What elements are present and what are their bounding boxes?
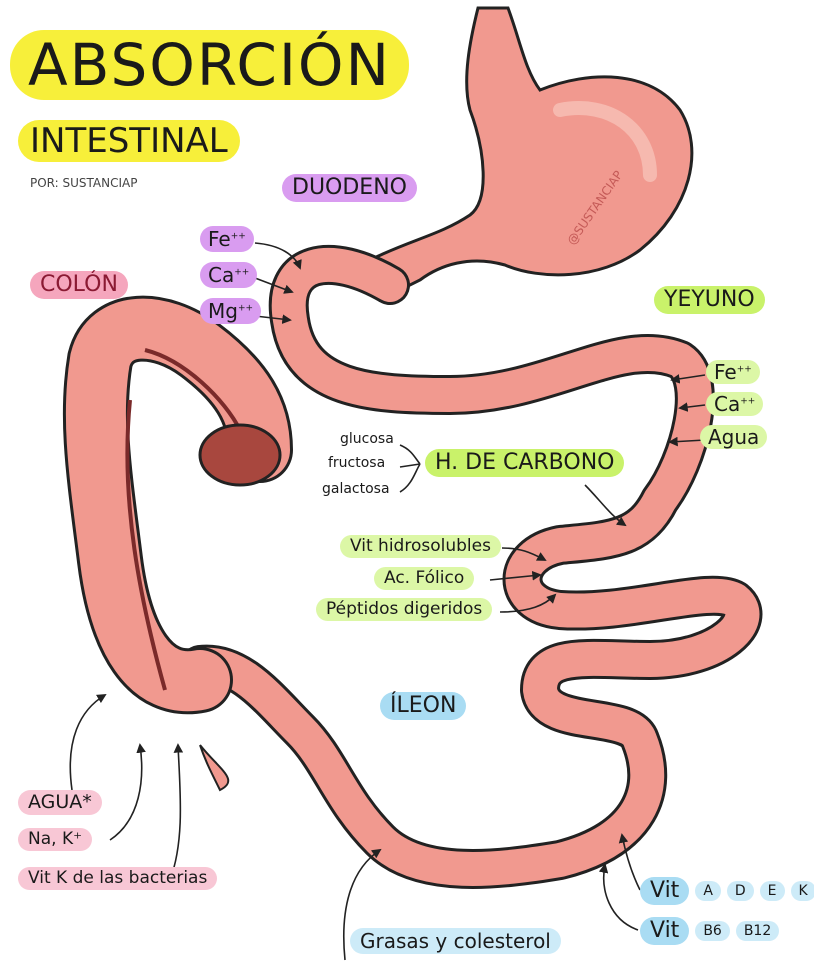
colon-item-vit-k: Vit K de las bacterias xyxy=(18,867,217,890)
ileon-vit-row-1: Vit A D E K xyxy=(640,877,814,905)
section-yeyuno: YEYUNO xyxy=(654,286,765,314)
sugar-fructosa: fructosa xyxy=(328,456,385,470)
mineral-symbol: Ca xyxy=(208,263,234,287)
page-title: ABSORCIÓN xyxy=(10,30,409,100)
mineral-symbol: Fe xyxy=(208,227,231,251)
page-subtitle: INTESTINAL xyxy=(18,120,240,162)
colon-item-agua: AGUA* xyxy=(18,790,102,815)
sugar-galactosa: galactosa xyxy=(322,482,390,496)
yeyuno-item-agua: Agua xyxy=(700,425,767,449)
duodeno-mineral-fe: Fe++ xyxy=(200,226,254,252)
mineral-charge: ++ xyxy=(238,303,253,313)
mineral-charge: ++ xyxy=(231,231,246,241)
label-peptidos-digeridos: Péptidos digeridos xyxy=(316,598,492,621)
ileon-item-grasas: Grasas y colesterol xyxy=(350,928,561,954)
colon-item-na-k: Na, K⁺ xyxy=(18,828,92,851)
ileon-vit-row-2: Vit B6 B12 xyxy=(640,917,779,945)
duodeno-mineral-ca: Ca++ xyxy=(200,262,257,288)
yeyuno-symbol: Ca xyxy=(714,392,740,416)
stomach xyxy=(370,8,692,300)
vit-b12: B12 xyxy=(736,921,779,941)
yeyuno-item-ca: Ca++ xyxy=(706,392,763,416)
author-credit: POR: SUSTANCIAP xyxy=(30,177,137,189)
duodeno-mineral-mg: Mg++ xyxy=(200,298,261,324)
section-colon: COLÓN xyxy=(30,271,128,299)
section-carbohidratos: H. DE CARBONO xyxy=(425,449,624,477)
yeyuno-charge: ++ xyxy=(737,364,752,374)
vit-a: A xyxy=(695,881,721,901)
yeyuno-symbol: Fe xyxy=(714,360,737,384)
vit-prefix: Vit xyxy=(640,877,689,905)
yeyuno-item-fe: Fe++ xyxy=(706,360,760,384)
vit-prefix: Vit xyxy=(640,917,689,945)
sugar-glucosa: glucosa xyxy=(340,432,394,446)
colon xyxy=(96,329,280,790)
mineral-symbol: Mg xyxy=(208,299,238,323)
small-intestine xyxy=(200,265,742,869)
vit-e: E xyxy=(760,881,785,901)
vit-d: D xyxy=(727,881,754,901)
label-acido-folico: Ac. Fólico xyxy=(374,567,474,590)
yeyuno-charge: ++ xyxy=(740,396,755,406)
vit-k: K xyxy=(791,881,814,901)
vit-b6: B6 xyxy=(695,921,730,941)
mineral-charge: ++ xyxy=(234,267,249,277)
section-ileon: ÍLEON xyxy=(380,692,466,720)
section-duodeno: DUODENO xyxy=(282,174,417,202)
label-vit-hidrosolubles: Vit hidrosolubles xyxy=(340,535,501,558)
